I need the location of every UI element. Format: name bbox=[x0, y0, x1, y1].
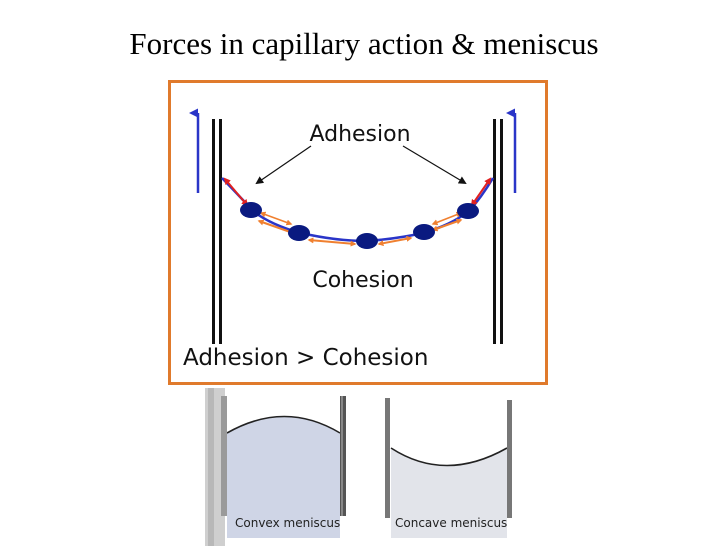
right-tube-wall bbox=[493, 119, 503, 344]
adhesion-label: Adhesion bbox=[309, 122, 410, 147]
adhesion-pointer-left bbox=[255, 145, 312, 185]
meniscus-examples: Convex meniscus Concave meniscus bbox=[205, 388, 525, 546]
molecule-5 bbox=[457, 203, 479, 219]
convex-meniscus-caption: Convex meniscus bbox=[235, 516, 341, 530]
cohesion-arrow-3 bbox=[377, 235, 413, 247]
concave-liquid bbox=[391, 448, 507, 538]
cohesion-arrow-6 bbox=[431, 211, 463, 226]
molecule-2 bbox=[288, 225, 310, 241]
concave-meniscus-tube bbox=[385, 398, 512, 538]
meniscus-curve bbox=[221, 177, 495, 243]
concave-meniscus-caption: Concave meniscus bbox=[395, 516, 508, 530]
left-tube-wall bbox=[212, 119, 222, 344]
cohesion-arrow-5 bbox=[259, 211, 293, 226]
cohesion-arrow-2 bbox=[307, 237, 357, 247]
capillary-forces-diagram: Adhesion Cohesion Adhesion > Cohesion bbox=[168, 80, 548, 385]
convex-liquid bbox=[227, 416, 340, 538]
adhesion-pointer-right bbox=[402, 145, 467, 185]
relation-label: Adhesion > Cohesion bbox=[183, 345, 428, 371]
adhesion-arrow-left bbox=[223, 177, 249, 207]
adhesion-arrow-right bbox=[470, 177, 492, 207]
molecule-1 bbox=[240, 202, 262, 218]
convex-meniscus-tube bbox=[221, 396, 346, 538]
cohesion-label: Cohesion bbox=[312, 268, 413, 293]
molecule-4 bbox=[413, 224, 435, 240]
slide-title: Forces in capillary action & meniscus bbox=[129, 26, 599, 61]
capillary-diagram-svg: Adhesion Cohesion Adhesion > Cohesion bbox=[183, 108, 517, 371]
molecule-3 bbox=[356, 233, 378, 249]
meniscus-examples-svg bbox=[205, 388, 512, 546]
